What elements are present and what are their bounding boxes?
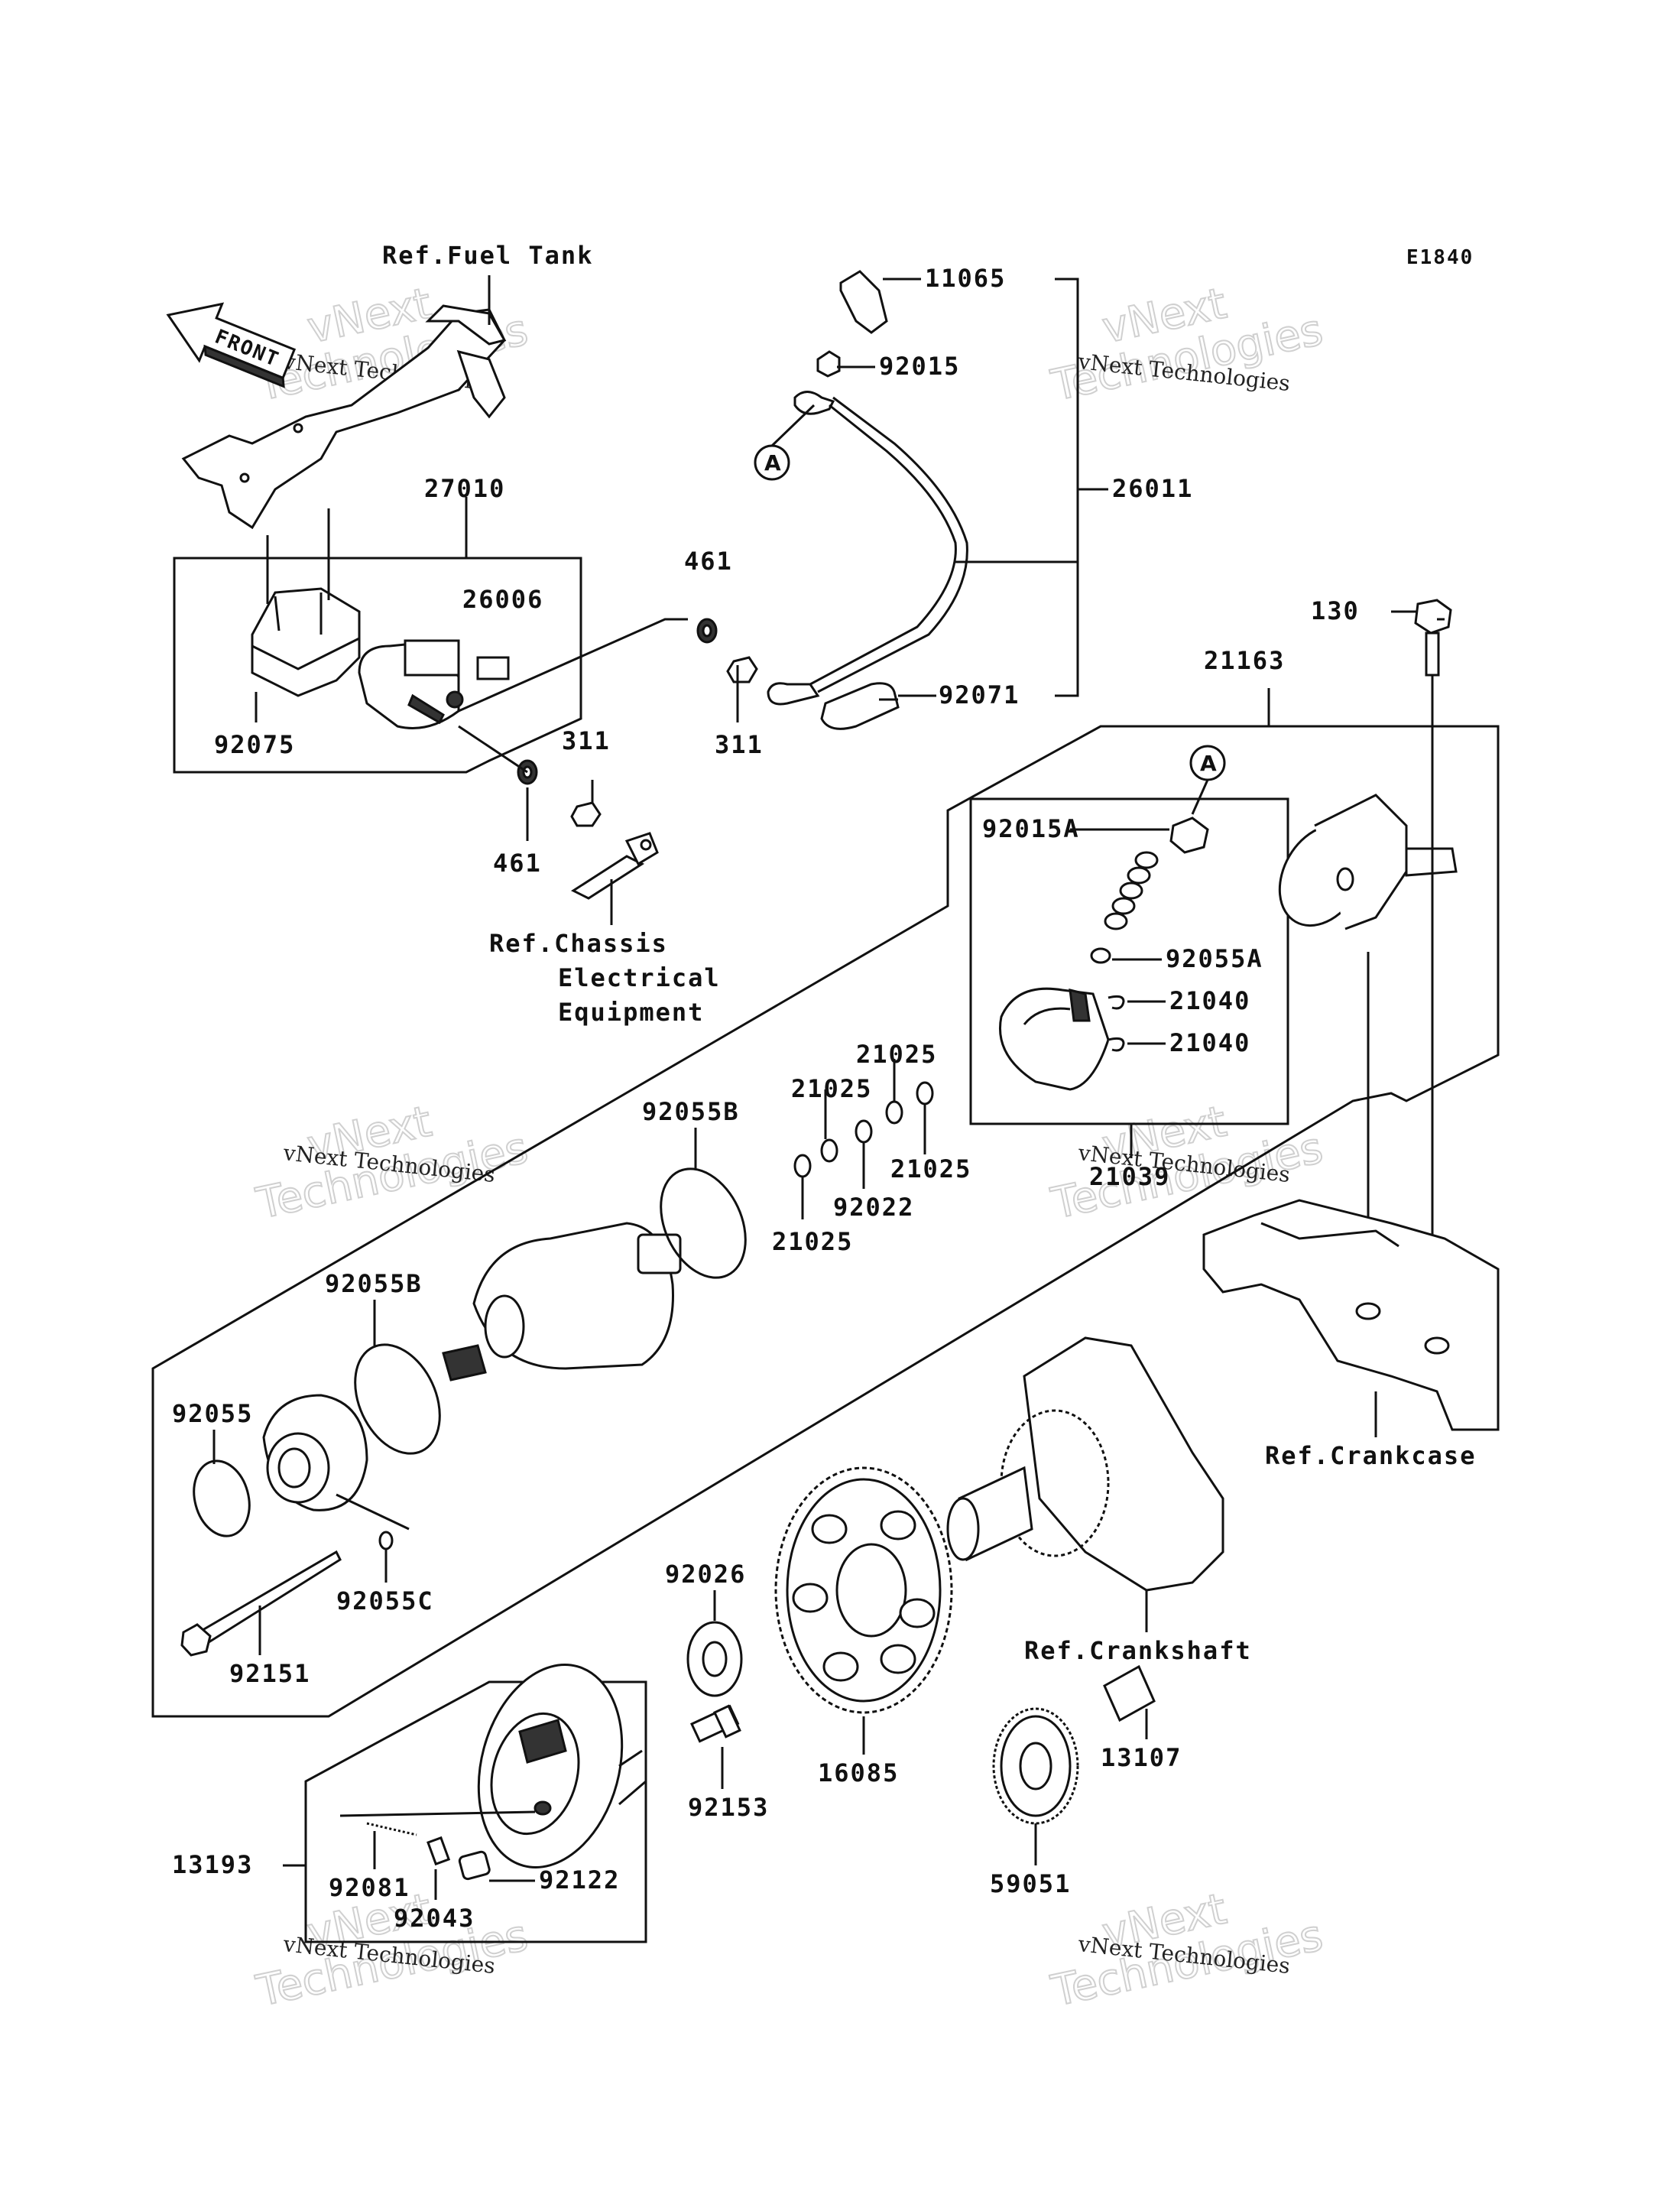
part-92026: 92026 <box>665 1560 746 1589</box>
part-11065: 11065 <box>925 264 1006 293</box>
starter-relay <box>358 639 464 729</box>
crankcase <box>1202 1199 1500 1431</box>
part-26011: 26011 <box>1112 474 1193 503</box>
stud-bolt <box>690 1704 741 1743</box>
part-21025-c: 21025 <box>890 1154 971 1183</box>
through-bolt <box>180 1550 342 1657</box>
part-group-box <box>173 557 582 774</box>
part-13107: 13107 <box>1101 1743 1182 1772</box>
washer-92026-hole <box>702 1641 728 1677</box>
part-461-b: 461 <box>493 849 542 878</box>
part-92075: 92075 <box>214 730 295 759</box>
part-92151: 92151 <box>229 1659 310 1688</box>
o-ring <box>660 1167 747 1279</box>
fuse <box>476 656 510 680</box>
part-labels: 11065 92015 26011 27010 26006 461 311 31… <box>172 264 1360 1933</box>
part-21025-a: 21025 <box>856 1040 937 1069</box>
shim-washers <box>793 1081 934 1178</box>
part-130: 130 <box>1311 596 1360 625</box>
part-92055B-b: 92055B <box>325 1269 423 1298</box>
o-ring <box>193 1459 251 1537</box>
part-21040-a: 21040 <box>1169 986 1250 1015</box>
part-92153: 92153 <box>688 1793 769 1822</box>
part-92081: 92081 <box>329 1873 410 1902</box>
starter-idle-gear <box>774 1466 953 1714</box>
o-ring <box>354 1343 441 1455</box>
starter-motor <box>442 1222 682 1381</box>
washer-hole <box>702 624 712 638</box>
chassis-terminal <box>570 832 659 900</box>
part-311-b: 311 <box>562 726 611 755</box>
brush-spring <box>1108 1037 1125 1052</box>
part-13193: 13193 <box>172 1850 253 1879</box>
relay-cover <box>251 587 361 697</box>
part-27010: 27010 <box>424 474 505 503</box>
ref-chassis-line2: Electrical <box>558 963 721 992</box>
part-92015: 92015 <box>879 352 960 381</box>
part-92055A: 92055A <box>1166 944 1263 973</box>
plunger <box>426 1836 451 1866</box>
roller <box>458 1850 491 1881</box>
ref-fuel-tank: Ref.Fuel Tank <box>382 241 593 270</box>
starter-front-cover <box>262 1394 368 1511</box>
part-311-a: 311 <box>715 730 764 759</box>
callout-a-label: A <box>764 450 781 476</box>
part-21039: 21039 <box>1089 1162 1170 1191</box>
part-92055C: 92055C <box>336 1586 434 1615</box>
starter-group-box <box>151 725 1500 1718</box>
diagram-code: E1840 <box>1406 246 1474 269</box>
part-21040-b: 21040 <box>1169 1028 1250 1057</box>
part-92122: 92122 <box>539 1865 620 1894</box>
part-92015A: 92015A <box>982 814 1080 843</box>
bolt <box>1414 599 1452 677</box>
part-26006: 26006 <box>462 585 543 614</box>
terminal-washer-stack <box>1090 817 1209 964</box>
part-21163: 21163 <box>1204 646 1285 675</box>
nut <box>726 656 758 683</box>
part-59051: 59051 <box>990 1869 1071 1898</box>
fuel-tank-bracket <box>181 304 507 530</box>
ref-crankshaft: Ref.Crankshaft <box>1024 1636 1252 1665</box>
ref-crankcase: Ref.Crankcase <box>1265 1441 1476 1470</box>
ref-chassis-line3: Equipment <box>558 998 704 1027</box>
brush-plate <box>999 987 1110 1091</box>
small-o-ring <box>378 1531 394 1550</box>
part-461-a: 461 <box>684 547 733 576</box>
part-92055B-a: 92055B <box>642 1097 740 1126</box>
part-16085: 16085 <box>818 1758 899 1787</box>
spring <box>366 1822 417 1836</box>
brush-holder-box <box>969 797 1289 1125</box>
callout-a-label-2: A <box>1200 751 1217 776</box>
part-21025-d: 21025 <box>772 1227 853 1256</box>
battery-cable <box>767 270 968 730</box>
nut <box>570 801 602 827</box>
gear <box>992 1707 1079 1825</box>
front-arrow-icon: FRONT <box>166 302 297 388</box>
part-92022: 92022 <box>833 1193 914 1222</box>
part-92071: 92071 <box>939 680 1020 709</box>
part-92043: 92043 <box>394 1904 475 1933</box>
part-92055: 92055 <box>172 1399 253 1428</box>
ref-chassis-line1: Ref.Chassis <box>489 929 668 958</box>
part-21025-b: 21025 <box>791 1074 872 1103</box>
crankshaft <box>946 1336 1224 1592</box>
brush-spring <box>1108 995 1125 1010</box>
collar <box>1103 1664 1156 1722</box>
starter-clutch <box>477 1664 624 1868</box>
starter-end-cover <box>1278 794 1458 930</box>
